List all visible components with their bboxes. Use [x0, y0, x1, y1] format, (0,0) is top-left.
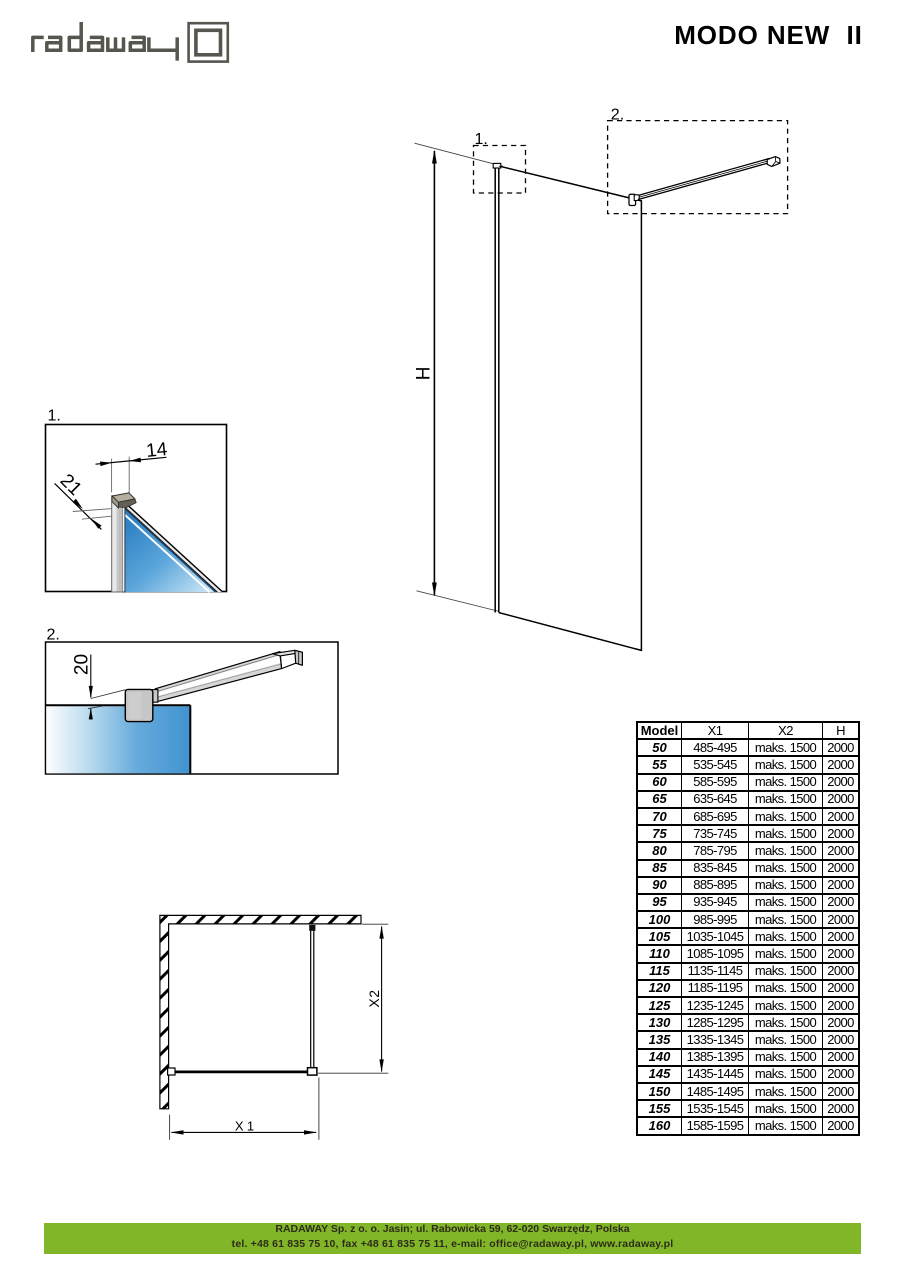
svg-text:1.: 1. [475, 131, 488, 148]
svg-text:2.: 2. [611, 106, 624, 123]
svg-text:1.: 1. [48, 408, 61, 425]
svg-text:14: 14 [145, 439, 169, 462]
svg-text:2.: 2. [47, 627, 60, 644]
svg-text:X 1: X 1 [235, 1119, 254, 1134]
svg-text:H: H [413, 367, 434, 381]
svg-text:X2: X2 [366, 989, 382, 1007]
svg-text:20: 20 [71, 654, 92, 675]
